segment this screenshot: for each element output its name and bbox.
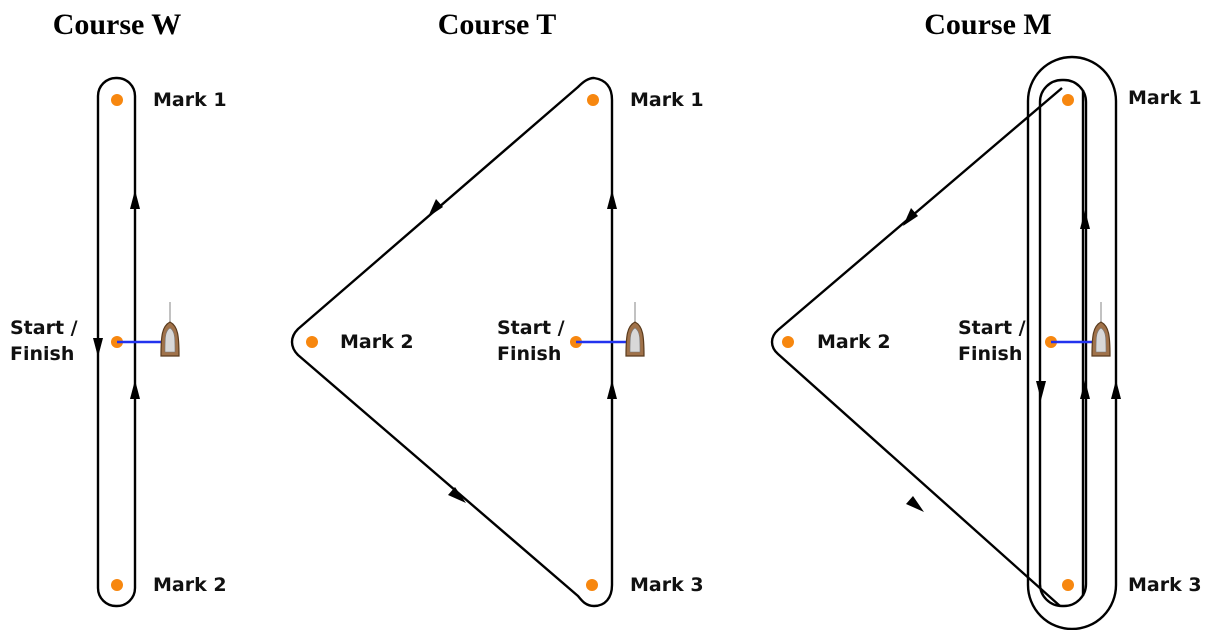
- course-w-start-label: Start /: [10, 317, 78, 339]
- course-m-outer-loop: [1026, 55, 1118, 630]
- course-m-mark-1: [1062, 94, 1074, 106]
- course-t-mark-1-label: Mark 1: [630, 89, 704, 111]
- course-m-mark-3-label: Mark 3: [1128, 574, 1202, 596]
- course-w-boat-icon: [160, 301, 180, 357]
- course-t-mark-3: [586, 579, 598, 591]
- course-m-arrow-up-outer: [1111, 380, 1121, 399]
- course-w-arrow-down: [93, 338, 103, 357]
- course-w-arrow-up-lower: [130, 380, 140, 399]
- course-t: Mark 1 Mark 2 Mark 3 Start / Finish: [290, 76, 704, 608]
- course-w: Mark 1 Mark 2 Start / Finish: [10, 76, 227, 608]
- course-t-arrow-up-upper: [607, 190, 617, 209]
- course-t-finish-label: Finish: [497, 343, 561, 365]
- course-m: Mark 1 Mark 2 Mark 3 Start / Finish: [770, 55, 1202, 630]
- course-t-mark-2-label: Mark 2: [340, 331, 414, 353]
- course-m-arrow-down: [1036, 381, 1046, 400]
- course-t-route: [290, 76, 614, 608]
- course-m-arrow-up-inner-upper: [1080, 210, 1090, 229]
- course-t-title: Course T: [437, 8, 557, 41]
- course-t-start-label: Start /: [497, 317, 565, 339]
- course-m-triangle-legs: [770, 87, 1063, 607]
- course-w-title: Course W: [52, 8, 182, 41]
- course-m-mark-3: [1062, 579, 1074, 591]
- course-m-arrow-up-inner-lower: [1080, 380, 1090, 399]
- course-t-mark-1: [587, 94, 599, 106]
- course-m-mark-1-label: Mark 1: [1128, 87, 1202, 109]
- course-m-mark-2: [782, 336, 794, 348]
- course-t-mark-2: [306, 336, 318, 348]
- course-w-mark-2-label: Mark 2: [153, 574, 227, 596]
- course-t-boat-icon: [625, 301, 645, 357]
- course-m-title: Course M: [924, 8, 1052, 41]
- course-w-mark-1: [111, 94, 123, 106]
- course-t-arrow-leg-1: [428, 199, 443, 217]
- course-m-finish-label: Finish: [958, 343, 1022, 365]
- course-w-mark-2: [111, 579, 123, 591]
- course-w-finish-label: Finish: [10, 343, 74, 365]
- course-m-arrow-leg-2: [906, 496, 924, 512]
- course-m-boat-icon: [1091, 301, 1111, 357]
- course-m-start-label: Start /: [958, 317, 1026, 339]
- course-t-arrow-leg-2: [448, 487, 466, 503]
- course-w-arrow-up-upper: [130, 190, 140, 209]
- course-w-mark-1-label: Mark 1: [153, 89, 227, 111]
- course-t-mark-3-label: Mark 3: [630, 574, 704, 596]
- course-m-mark-2-label: Mark 2: [817, 331, 891, 353]
- course-t-arrow-up-lower: [607, 380, 617, 399]
- course-m-arrow-leg-1: [903, 208, 918, 226]
